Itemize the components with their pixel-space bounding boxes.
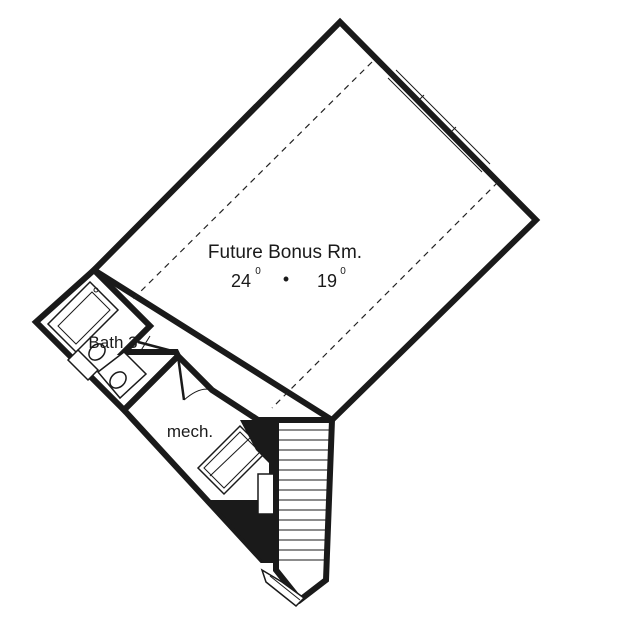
stair	[273, 417, 336, 605]
window	[387, 69, 491, 173]
mech-door	[176, 355, 213, 401]
sink-vanity	[96, 351, 148, 400]
stair-wall-solid-upper	[240, 420, 276, 470]
bonus-room-depth-inches: 0	[340, 266, 346, 277]
toilet	[66, 343, 106, 382]
ceiling-line-1	[131, 61, 373, 301]
bonus-room-name: Future Bonus Rm.	[208, 242, 362, 263]
bonus-room-depth: 19	[317, 271, 337, 291]
dimension-separator: •	[283, 269, 289, 289]
ceiling-line-2	[271, 181, 499, 409]
bath-door-swing	[139, 335, 151, 353]
bonus-room-width: 24	[231, 271, 251, 291]
bonus-room-walls	[89, 17, 541, 424]
mech-room-name: mech.	[167, 422, 213, 441]
bath-door-frame	[137, 340, 177, 354]
landing-door	[260, 568, 306, 608]
bath-room-name: Bath 3	[88, 333, 137, 352]
stair-wall-solid-lower	[210, 500, 276, 560]
bonus-room-width-inches: 0	[255, 266, 261, 277]
